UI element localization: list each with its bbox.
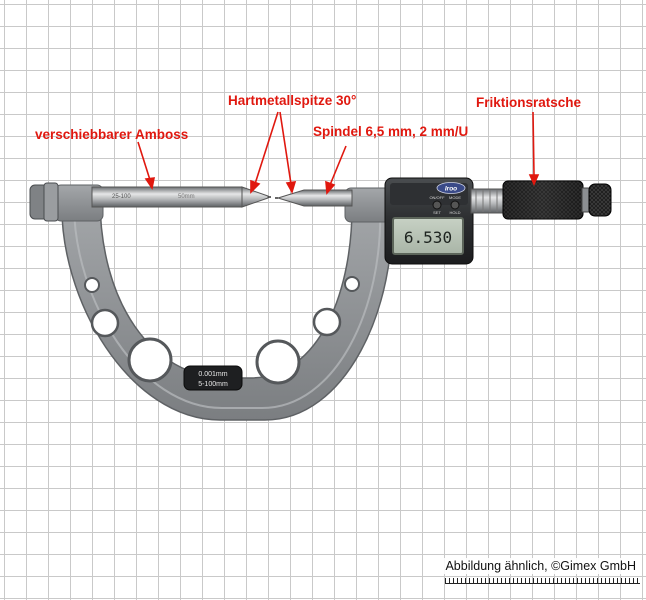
label-friction-ratchet: Friktionsratsche: [476, 95, 582, 110]
annotation-arrows: [137, 111, 540, 195]
frame-plate: 0.001mm 5-100mm: [183, 365, 243, 391]
digital-head: Iroo ON/OFF SET MODE HOLD 6.530: [384, 177, 474, 265]
anvil-engraving-left: 25-100: [112, 194, 131, 200]
mode-hold-button[interactable]: MODE HOLD: [449, 195, 461, 215]
sleeve: [470, 188, 506, 214]
frame: [54, 184, 396, 421]
button-label-right: MODE: [449, 195, 461, 200]
frame-plate-line1: 0.001mm: [198, 371, 227, 378]
frame-plate-line2: 5-100mm: [198, 381, 228, 388]
anvil-engraving-right: 50mm: [178, 194, 195, 200]
lcd-reading: 6.530: [404, 228, 452, 247]
thimble[interactable]: [502, 180, 584, 220]
image-credit: Abbildung ähnlich, ©Gimex GmbH: [443, 558, 638, 574]
button-sublabel-right: HOLD: [449, 210, 460, 215]
frame-hole: [90, 308, 120, 338]
anvil-end-cap: [29, 182, 59, 222]
button-sublabel-left: SET: [433, 210, 441, 215]
frame-hole: [255, 339, 301, 385]
on-off-set-button[interactable]: ON/OFF SET: [429, 195, 445, 215]
brand-logo: Iroo: [436, 182, 466, 194]
frame-hole: [312, 307, 342, 337]
label-spindle: Spindel 6,5 mm, 2 mm/U: [313, 124, 469, 139]
sliding-anvil: 25-100 50mm: [91, 186, 271, 208]
friction-ratchet[interactable]: [581, 183, 612, 217]
button-label-left: ON/OFF: [429, 195, 445, 200]
label-sliding-anvil: verschiebbarer Amboss: [35, 127, 189, 142]
spindle: [275, 189, 353, 207]
scale-ruler: [445, 575, 640, 584]
lcd-screen: [392, 217, 464, 255]
brand-logo-text: Iroo: [445, 186, 457, 193]
frame-hole: [127, 337, 173, 383]
frame-hole: [84, 277, 100, 293]
label-carbide-tip: Hartmetallspitze 30°: [228, 93, 357, 108]
frame-hole: [344, 276, 360, 292]
